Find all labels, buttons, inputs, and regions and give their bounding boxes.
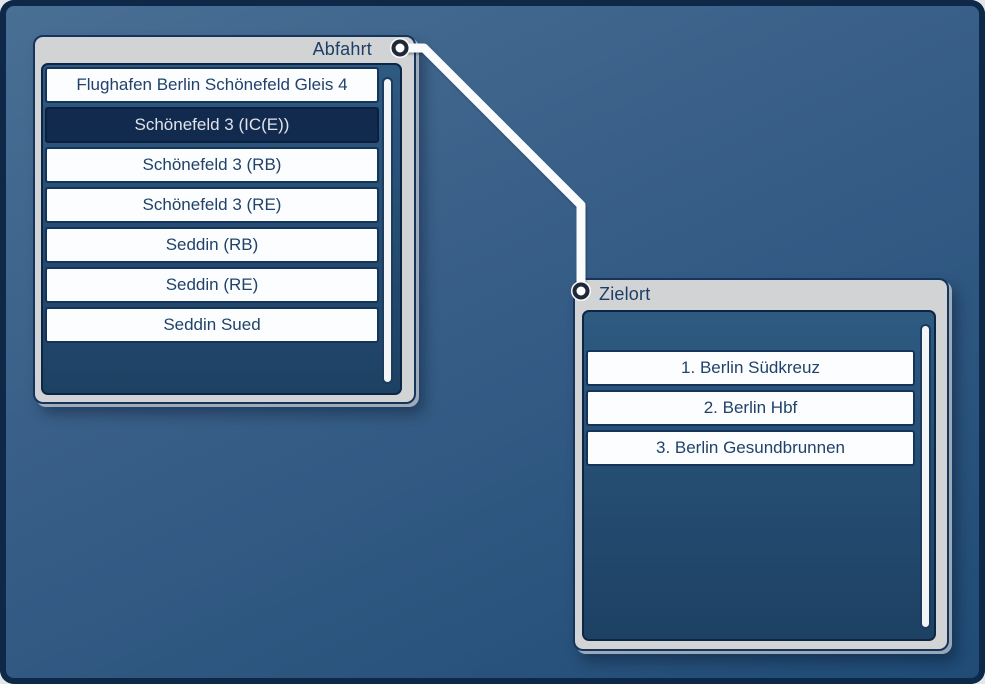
list-item[interactable]: Schönefeld 3 (RE) xyxy=(45,187,379,223)
destination-panel-header: Zielort xyxy=(575,280,947,309)
departure-scrollbar-thumb[interactable] xyxy=(382,77,393,384)
connection-wire xyxy=(400,43,586,296)
destination-panel: Zielort 1. Berlin Südkreuz 2. Berlin Hbf… xyxy=(573,278,949,651)
list-item[interactable]: 2. Berlin Hbf xyxy=(586,390,915,426)
destination-scrollbar-thumb[interactable] xyxy=(920,324,931,629)
destination-panel-title: Zielort xyxy=(599,284,651,304)
list-item[interactable]: 1. Berlin Südkreuz xyxy=(586,350,915,386)
list-item[interactable]: 3. Berlin Gesundbrunnen xyxy=(586,430,915,466)
departure-panel: Abfahrt Flughafen Berlin Schönefeld Glei… xyxy=(33,35,416,404)
departure-list: Flughafen Berlin Schönefeld Gleis 4 Schö… xyxy=(41,63,402,395)
list-item[interactable]: Seddin (RE) xyxy=(45,267,379,303)
list-item[interactable]: Seddin Sued xyxy=(45,307,379,343)
departure-panel-title: Abfahrt xyxy=(312,39,372,59)
destination-items: 1. Berlin Südkreuz 2. Berlin Hbf 3. Berl… xyxy=(584,312,934,466)
list-item[interactable]: Seddin (RB) xyxy=(45,227,379,263)
departure-items: Flughafen Berlin Schönefeld Gleis 4 Schö… xyxy=(43,65,400,343)
list-item-selected[interactable]: Schönefeld 3 (IC(E)) xyxy=(45,107,379,143)
list-item[interactable]: Schönefeld 3 (RB) xyxy=(45,147,379,183)
list-item[interactable]: Flughafen Berlin Schönefeld Gleis 4 xyxy=(45,67,379,103)
departure-panel-header: Abfahrt xyxy=(35,37,414,62)
destination-list: 1. Berlin Südkreuz 2. Berlin Hbf 3. Berl… xyxy=(582,310,936,641)
